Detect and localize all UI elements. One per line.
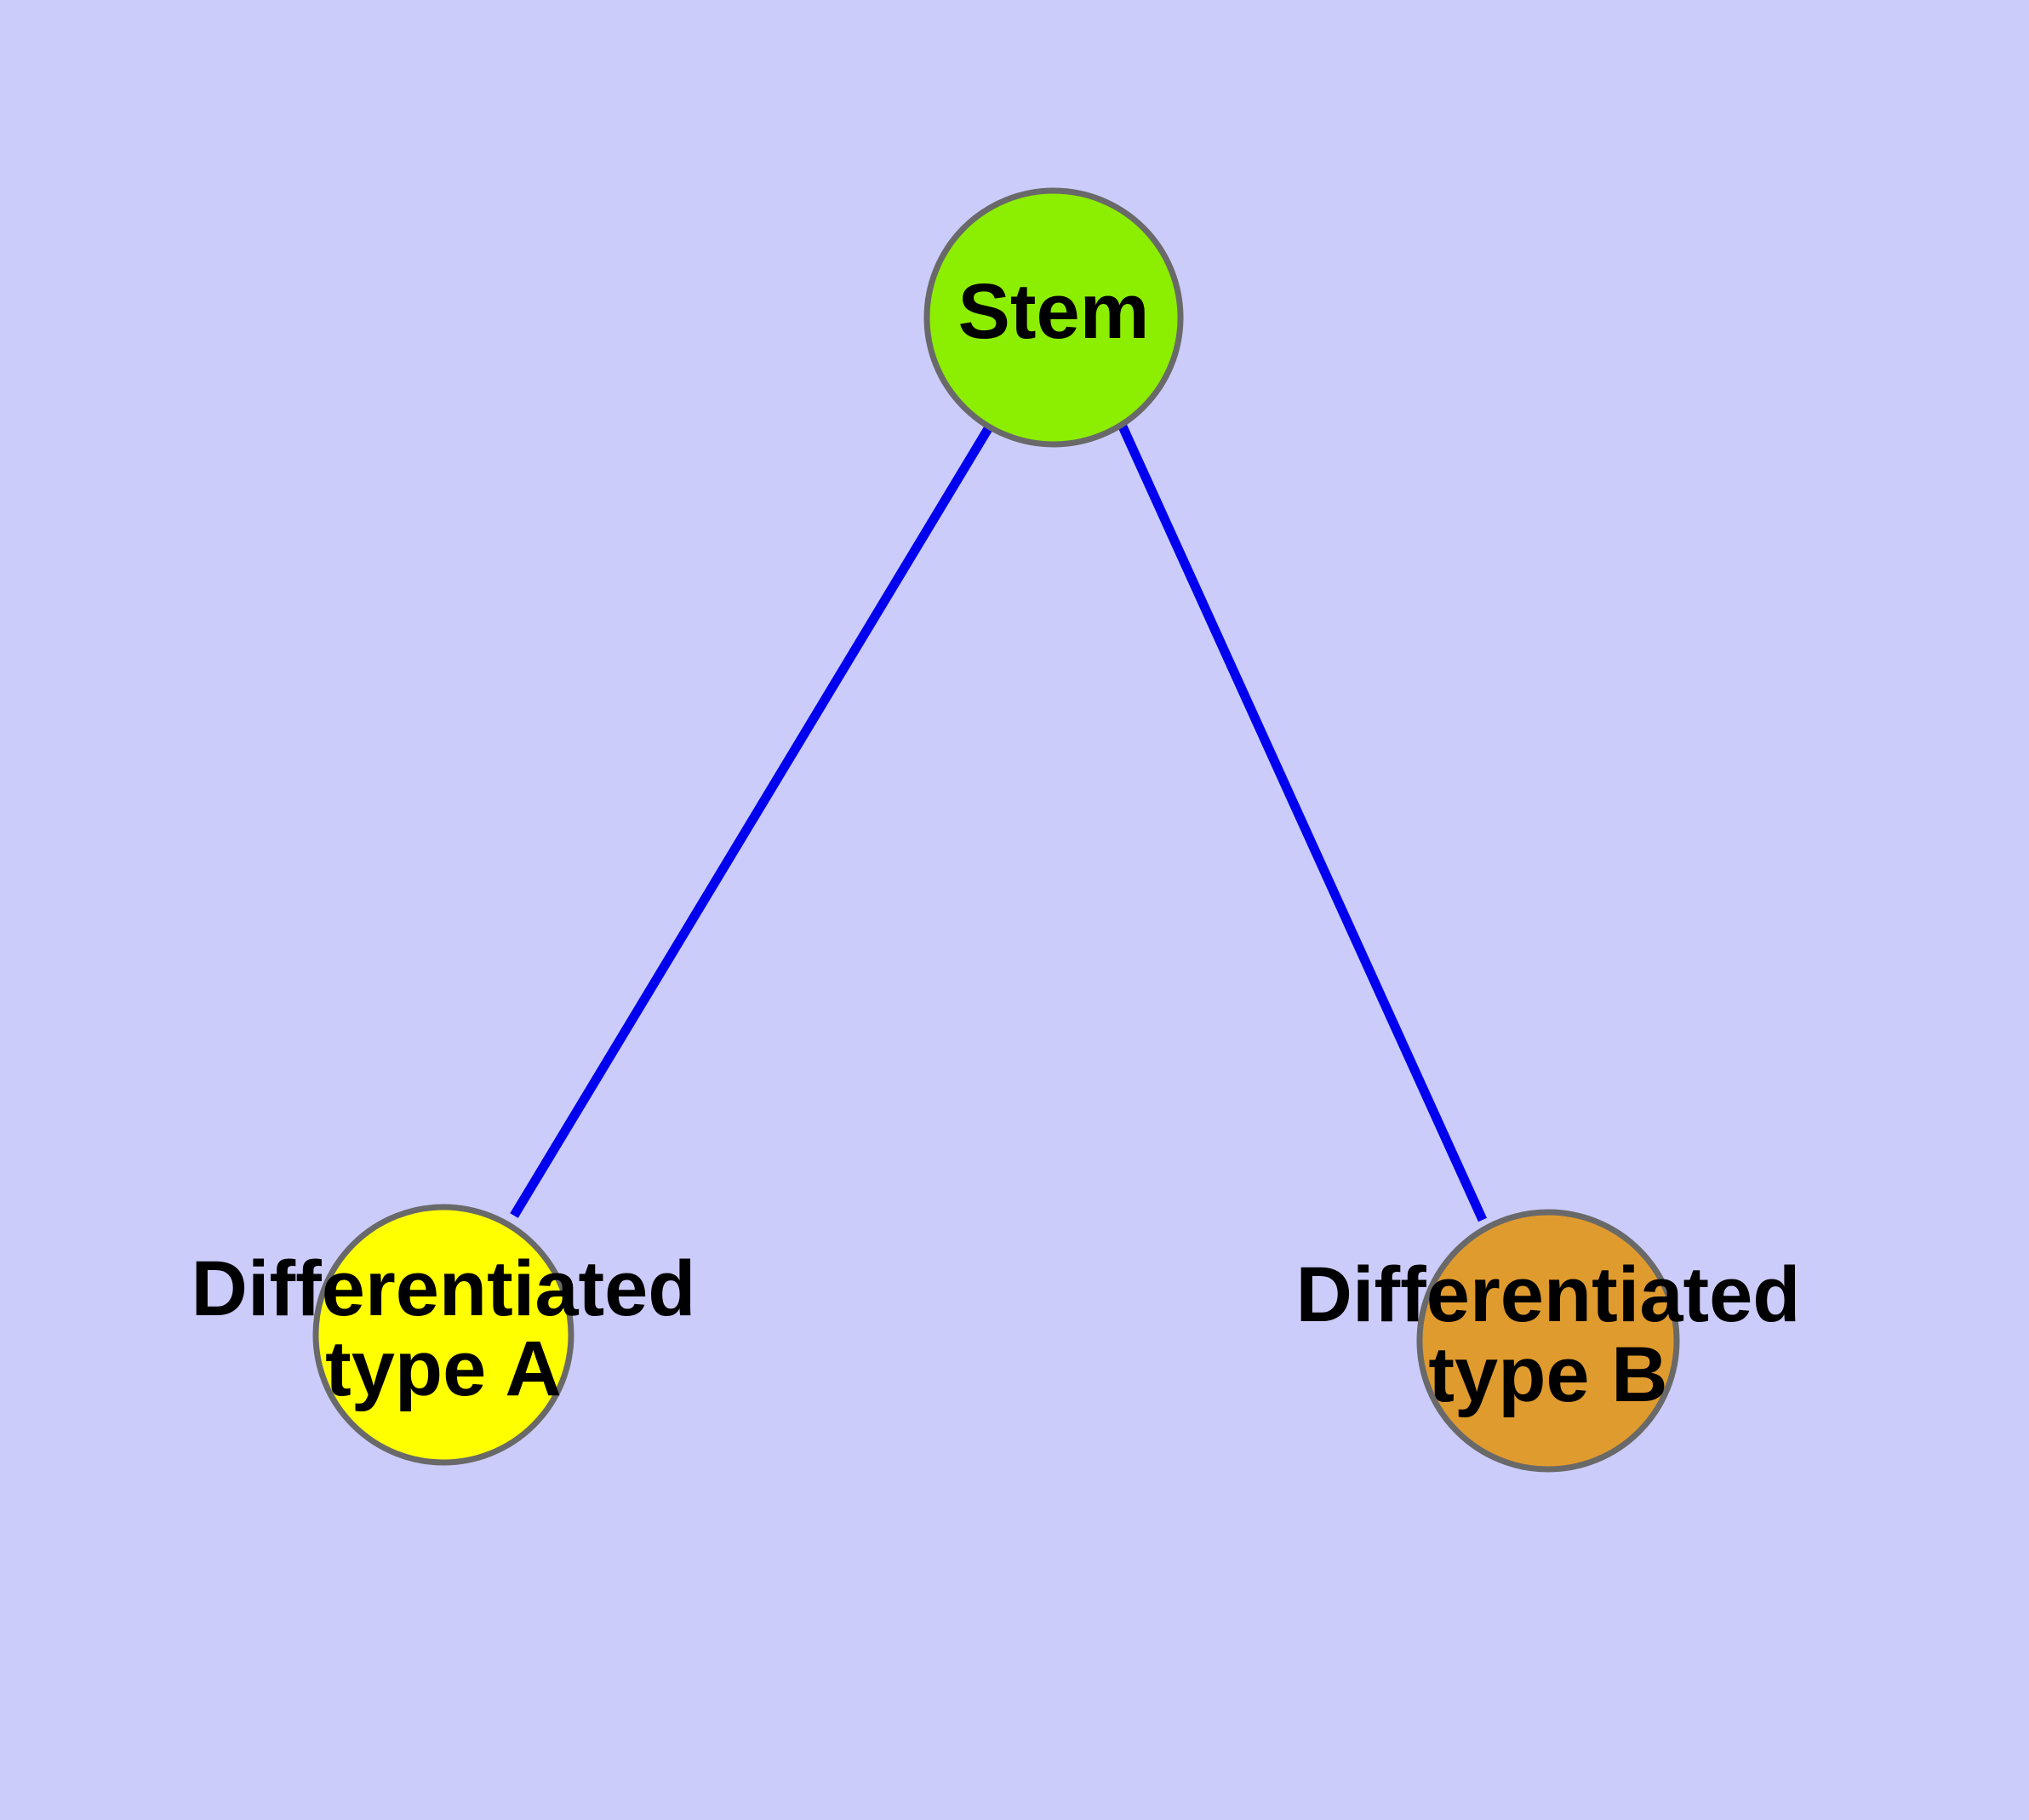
node-label-line: Stem [958, 268, 1150, 355]
edge-stem-to-a[interactable] [510, 425, 993, 1218]
edges-layer [510, 424, 1488, 1222]
node-label-line: type A [325, 1325, 562, 1412]
node-stem[interactable] [923, 187, 1184, 448]
node-diff_b[interactable] [1416, 1209, 1680, 1473]
node-diff_a[interactable] [312, 1204, 574, 1466]
node-label-stem: Stem [958, 268, 1150, 355]
edge-stem-to-b[interactable] [1117, 424, 1488, 1222]
node-label-line: type B [1428, 1331, 1667, 1418]
node-label-line: Differentiated [191, 1245, 696, 1332]
nodes-layer [312, 187, 1680, 1473]
node-label-line: Differentiated [1296, 1251, 1801, 1338]
